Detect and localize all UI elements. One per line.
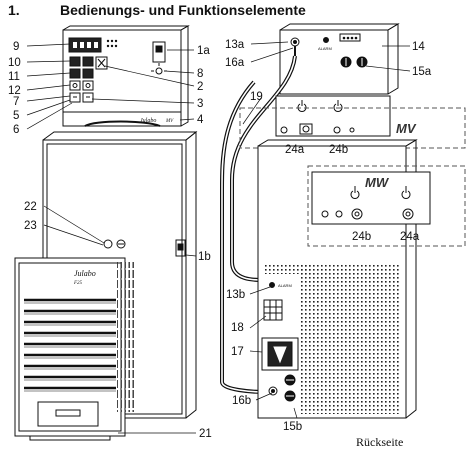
connector-18 xyxy=(263,299,283,321)
lamp-indicator xyxy=(155,67,163,75)
label-3: 3 xyxy=(197,98,203,110)
label-21: 21 xyxy=(199,428,212,440)
label-15a: 15a xyxy=(412,66,432,78)
label-15b: 15b xyxy=(283,421,302,433)
label-18: 18 xyxy=(231,322,244,334)
label-13b: 13b xyxy=(226,289,245,301)
mw-dashed-frame xyxy=(307,165,466,247)
model-front: F25 xyxy=(73,281,83,286)
front-door xyxy=(14,257,134,441)
label-9: 9 xyxy=(13,41,19,53)
label-24b-mw: 24b xyxy=(352,231,371,243)
label-24a-mv: 24a xyxy=(285,144,305,156)
alarm-label-top: ALARM xyxy=(318,46,332,51)
mw-module xyxy=(311,171,431,225)
brand-head: Julabo xyxy=(140,118,156,124)
label-2: 2 xyxy=(197,81,203,93)
label-16a: 16a xyxy=(225,57,245,69)
label-1a: 1a xyxy=(197,45,210,57)
label-13a: 13a xyxy=(225,39,245,51)
label-22: 22 xyxy=(24,201,37,213)
rear-view-caption: Rückseite xyxy=(356,435,403,449)
serial-port xyxy=(339,33,361,42)
rear-head xyxy=(279,23,400,95)
alarm-label-rear: ALARM xyxy=(278,283,292,288)
label-14: 14 xyxy=(412,41,425,53)
label-10: 10 xyxy=(8,57,21,69)
label-4: 4 xyxy=(197,114,204,126)
label-5: 5 xyxy=(13,110,19,122)
label-23: 23 xyxy=(24,220,37,232)
model-head: MV xyxy=(165,119,174,124)
section-title: Bedienungs- und Funktionselemente xyxy=(60,2,306,18)
module-label-mv: MV xyxy=(396,121,417,136)
module-label-mw: MW xyxy=(365,175,390,190)
label-8: 8 xyxy=(197,68,203,80)
label-24b-mv: 24b xyxy=(329,144,348,156)
rear-grille xyxy=(300,264,400,414)
label-17: 17 xyxy=(231,346,244,358)
display-window xyxy=(68,37,102,53)
alarm-lamp-rear xyxy=(269,282,275,288)
label-19: 19 xyxy=(250,91,263,103)
label-11: 11 xyxy=(8,71,20,83)
label-24a-mw: 24a xyxy=(400,231,420,243)
label-7: 7 xyxy=(13,96,19,108)
alarm-lamp xyxy=(323,37,329,43)
sensor-socket-rear xyxy=(268,386,278,396)
label-12: 12 xyxy=(8,85,21,97)
knob-left xyxy=(103,239,113,249)
knob-right xyxy=(116,239,126,249)
section-number: 1. xyxy=(8,2,20,18)
mv-module xyxy=(275,95,391,137)
keypad xyxy=(69,56,108,103)
label-16b: 16b xyxy=(232,395,251,407)
label-6: 6 xyxy=(13,124,19,136)
section-heading: 1. Bedienungs- und Funktionselemente xyxy=(8,2,306,18)
brand-front: Julabo xyxy=(74,269,96,278)
side-switch xyxy=(175,239,186,257)
label-1b: 1b xyxy=(198,251,211,263)
mains-switch xyxy=(152,41,166,63)
